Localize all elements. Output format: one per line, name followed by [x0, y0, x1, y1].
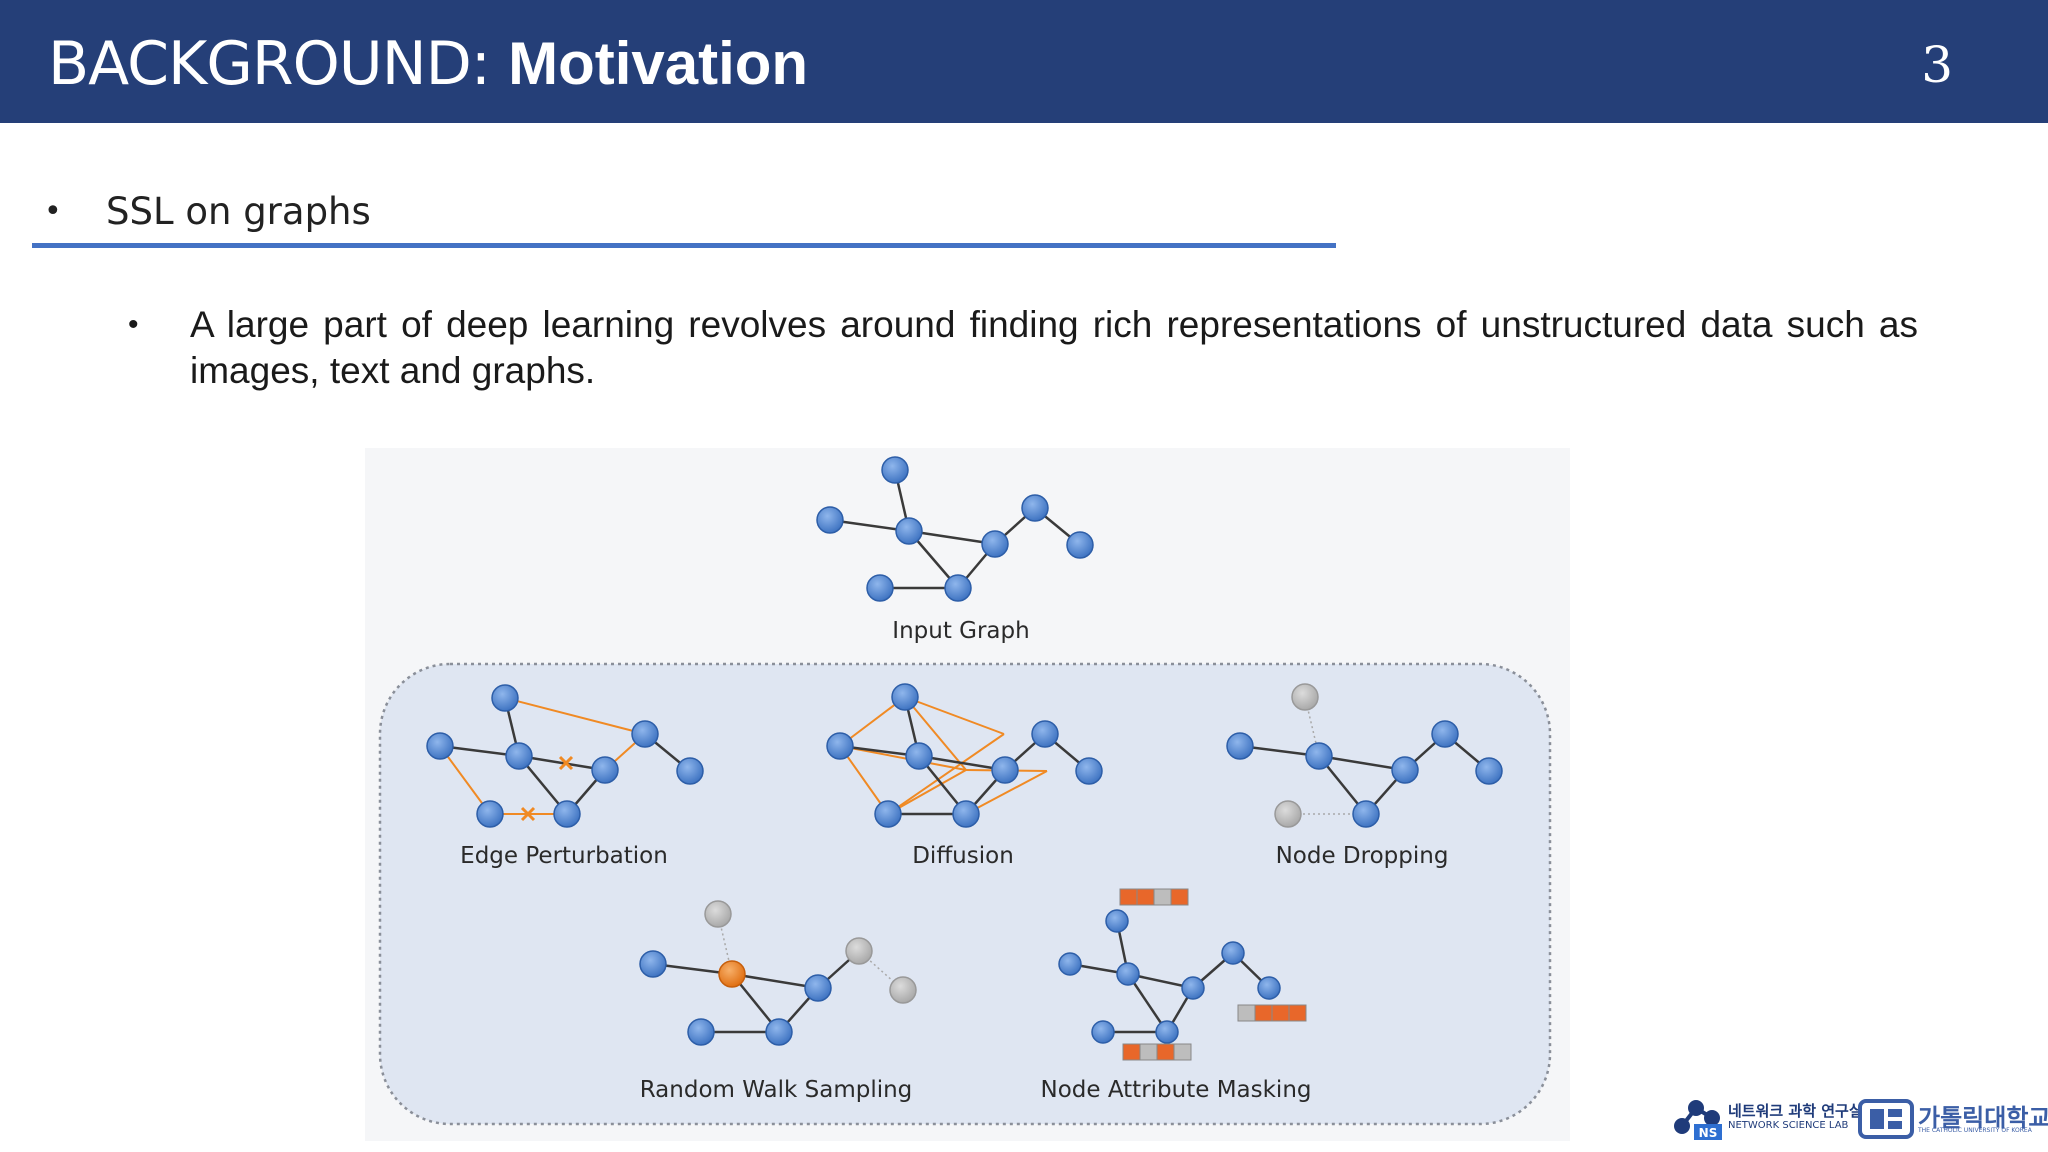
page-number: 3 [1921, 36, 1953, 94]
attribute-mask-top [1119, 888, 1189, 906]
bullet-marker: • [44, 194, 62, 229]
bullet-text: A large part of deep learning revolves a… [190, 304, 1918, 391]
figure-svg: Input Graph [378, 456, 1552, 1126]
label-input-graph: Input Graph [892, 618, 1029, 644]
bullet-marker: • [128, 308, 139, 341]
slide-header: BACKGROUND: Motivation 3 [0, 0, 2048, 123]
graph-augmentation-figure: Input Graph [365, 448, 1570, 1141]
slide-title: BACKGROUND: Motivation [48, 24, 808, 104]
label-edge-perturbation: Edge Perturbation [460, 843, 668, 869]
network-lab-logo-icon: NS [1674, 1100, 1722, 1140]
label-random-walk: Random Walk Sampling [640, 1077, 913, 1103]
attribute-mask-right [1237, 1004, 1307, 1022]
university-emblem-icon [1858, 1099, 1914, 1139]
footer-logos: NS 네트워크 과학 연구실 NETWORK SCIENCE LAB 가톨릭대학… [1672, 1094, 2048, 1144]
label-node-dropping: Node Dropping [1276, 843, 1449, 869]
diffusion-graph [826, 683, 1103, 828]
input-graph [829, 469, 1081, 590]
network-lab-name-en: NETWORK SCIENCE LAB [1728, 1120, 1849, 1131]
bullet-text: SSL on graphs [106, 190, 371, 233]
input-graph-nodes [816, 456, 1094, 602]
heading-underline [32, 243, 1336, 248]
label-diffusion: Diffusion [912, 843, 1014, 869]
title-bold: Motivation [508, 30, 809, 97]
network-lab-name-ko: 네트워크 과학 연구실 [1728, 1102, 1863, 1120]
edge-perturbation-graph [426, 684, 704, 828]
university-name-en: THE CATHOLIC UNIVERSITY OF KOREA [1918, 1127, 2032, 1134]
attribute-mask-bottom [1122, 1043, 1192, 1061]
title-prefix: BACKGROUND: [48, 29, 509, 99]
augmentation-panel [378, 662, 1552, 1126]
university-name-ko: 가톨릭대학교 [1918, 1104, 2048, 1132]
node-dropping-graph [1226, 683, 1503, 828]
removed-edge-x-icon [520, 755, 574, 822]
walk-start-node [718, 960, 746, 988]
network-lab-badge: NS [1699, 1126, 1718, 1140]
node-attribute-masking-graph [1058, 888, 1307, 1061]
label-node-attribute-masking: Node Attribute Masking [1040, 1077, 1311, 1103]
random-walk-graph [639, 900, 917, 1046]
